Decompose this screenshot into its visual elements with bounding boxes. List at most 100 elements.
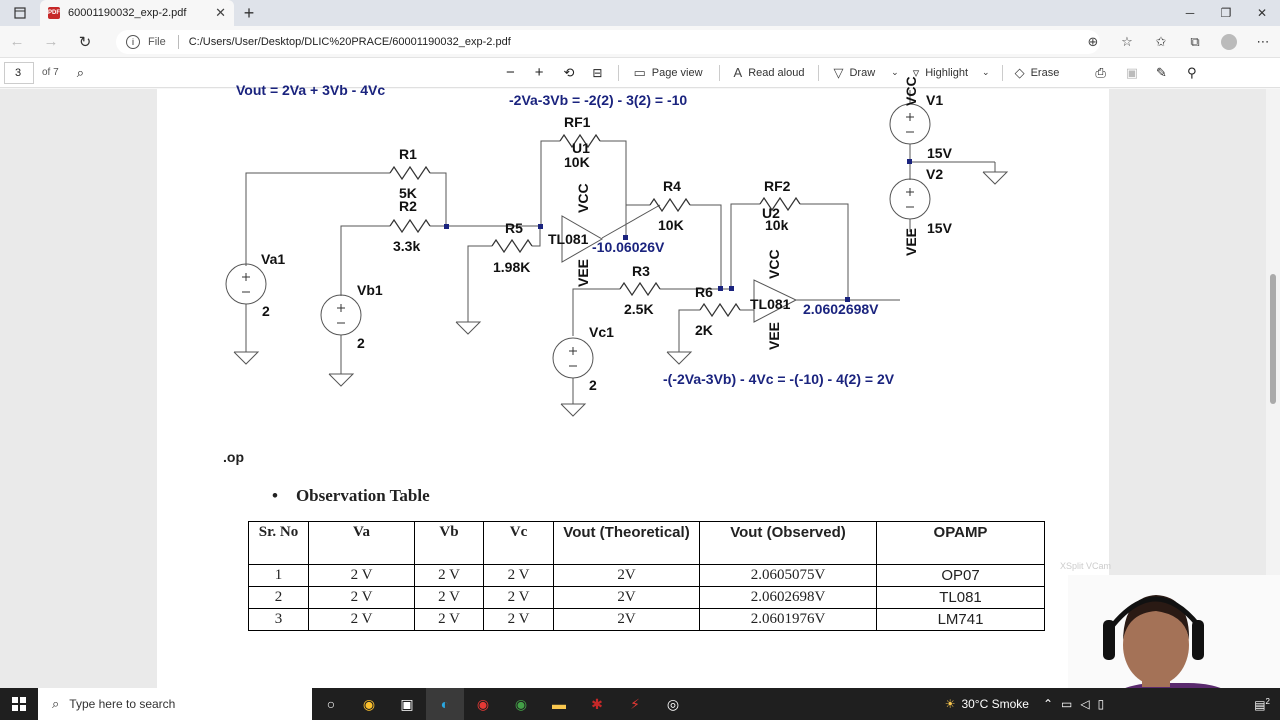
weather-text[interactable]: 30°C Smoke [961,697,1029,711]
label-output-u1: -10.06026V [592,239,665,255]
cell: 2V [553,564,700,587]
search-icon[interactable]: ⌕ [76,64,84,80]
read-aloud-label: Read aloud [748,66,805,79]
url-text[interactable]: C:/Users/User/Desktop/DLIC%20PRACE/60001… [188,36,511,48]
store-icon[interactable]: ▣ [400,695,414,712]
highlight-button[interactable]: ▿ Highlight ⌄ [913,65,990,81]
cortana-icon[interactable]: ○ [326,696,336,712]
pdf-icon: PDF [48,7,60,19]
label-v1: V1 [926,92,944,108]
tab-actions-icon[interactable] [0,0,40,26]
divider [177,35,179,49]
collections-icon[interactable]: ⧉ [1190,34,1200,49]
restore-icon[interactable]: ❐ [1220,6,1232,20]
label-r4: R4 [663,178,681,194]
address-bar-row: ← → ↻ i File C:/Users/User/Desktop/DLIC%… [0,26,1280,58]
print-icon[interactable]: ⎙ [1095,64,1106,80]
folder-icon[interactable]: ▬ [552,696,566,712]
chevron-up-icon[interactable]: ⌃ [1042,697,1054,711]
header-vc: Vc [483,521,554,565]
obs-icon[interactable]: ◎ [666,695,680,712]
page-view-label: Page view [651,66,703,79]
network-icon[interactable]: ▭ [1061,697,1073,711]
tab-title: 60001190032_exp-2.pdf [68,7,187,19]
bullet: • [272,486,278,505]
chrome-icon[interactable]: ◉ [476,695,490,712]
label-vee-u1: VEE [575,258,591,287]
label-vb1: Vb1 [357,282,383,298]
erase-button[interactable]: ◇ Erase [1015,65,1060,81]
op-directive: .op [223,449,244,465]
table-header-row: Sr. No Va Vb Vc Vout (Theoretical) Vout … [248,521,1045,565]
info-icon[interactable]: i [126,35,140,49]
label-r6-value: 2K [695,322,713,338]
label-vee-u2: VEE [766,321,782,350]
draw-button[interactable]: ▽ Draw ⌄ [833,65,898,81]
label-v2: V2 [926,166,944,182]
scroll-thumb[interactable] [1270,274,1276,404]
zoom-icon[interactable]: ⊕ [1087,34,1099,49]
cell: 2.0601976V [699,608,877,631]
rotate-icon[interactable]: ⟲ [563,64,575,80]
page-number-input[interactable]: 3 [4,61,34,84]
scrollbar[interactable] [1266,89,1280,688]
label-rf1-value: 10K [564,154,590,170]
cell: 2 [248,586,309,609]
label-va1: Va1 [261,251,286,267]
bug-icon[interactable]: ✱ [591,695,603,712]
highlight-icon: ▿ [912,64,920,80]
observation-heading: •Observation Table [272,486,430,506]
save-as-icon[interactable]: ✎ [1156,64,1167,80]
windows-start-icon[interactable] [0,697,38,711]
label-output-u2: 2.0602698V [803,301,879,317]
save-icon[interactable]: ▣ [1125,64,1139,80]
taskbar-search[interactable]: ⌕ Type here to search [38,688,312,720]
cell: TL081 [876,586,1045,609]
ltspice-icon[interactable]: ⚡ [630,695,640,712]
more-icon[interactable]: ⋯ [1256,34,1270,49]
watermark: XSplit VCam [1060,561,1112,571]
label-r1: R1 [399,146,417,162]
volume-icon[interactable]: ◁ [1080,697,1090,711]
avatar[interactable] [1221,34,1237,50]
table-row: 2 2 V 2 V 2 V 2V 2.0602698V TL081 [248,586,1045,609]
table-row: 1 2 V 2 V 2 V 2V 2.0605075V OP07 [248,564,1045,587]
favorite-add-icon[interactable]: ☆ [1121,34,1133,49]
notification-icon[interactable]: ▤2 [1254,696,1270,712]
label-vc1-value: 2 [589,377,597,393]
equation-stage2: -(-2Va-3Vb) - 4Vc = -(-10) - 4(2) = 2V [663,371,895,387]
fit-page-icon[interactable]: ⊟ [592,65,603,80]
system-tray: ☀ 30°C Smoke ⌃ ▭ ◁ ▯ ▤2 [945,688,1280,720]
refresh-icon[interactable]: ↻ [78,33,92,51]
zoom-out-icon[interactable]: − [505,64,515,81]
chrome-icon[interactable]: ◉ [514,695,528,712]
back-icon[interactable]: ← [9,33,25,50]
zoom-in-icon[interactable]: + [534,64,544,81]
forward-icon[interactable]: → [43,33,59,50]
label-r6: R6 [695,284,713,300]
url-box[interactable]: i File C:/Users/User/Desktop/DLIC%20PRAC… [116,30,1100,54]
new-tab-button[interactable]: + [243,2,255,23]
close-window-icon[interactable]: ✕ [1256,6,1268,20]
tab-pdf[interactable]: PDF 60001190032_exp-2.pdf ✕ [40,0,234,26]
edge-icon[interactable]: ◐ [426,688,464,720]
cell: 2 V [414,564,484,587]
header-vout-theoretical: Vout (Theoretical) [553,521,700,565]
read-aloud-button[interactable]: A Read aloud [734,65,805,80]
favorites-icon[interactable]: ✩ [1155,34,1167,49]
header-sr-no: Sr. No [248,521,309,565]
draw-icon: ▽ [833,64,844,80]
chrome-icon[interactable]: ◉ [362,695,376,712]
cell: LM741 [876,608,1045,631]
mic-icon[interactable]: ▯ [1097,697,1105,711]
page-view-button[interactable]: ▭ Page view [633,65,702,81]
tab-close-icon[interactable]: ✕ [215,5,226,20]
chevron-down-icon[interactable]: ⌄ [982,67,990,77]
cell: 1 [248,564,309,587]
minimize-icon[interactable]: ─ [1185,6,1195,20]
pin-icon[interactable]: ⚲ [1186,64,1197,80]
divider [618,64,620,81]
chevron-down-icon[interactable]: ⌄ [891,67,899,77]
cell: 2 V [308,608,415,631]
divider [818,64,820,81]
